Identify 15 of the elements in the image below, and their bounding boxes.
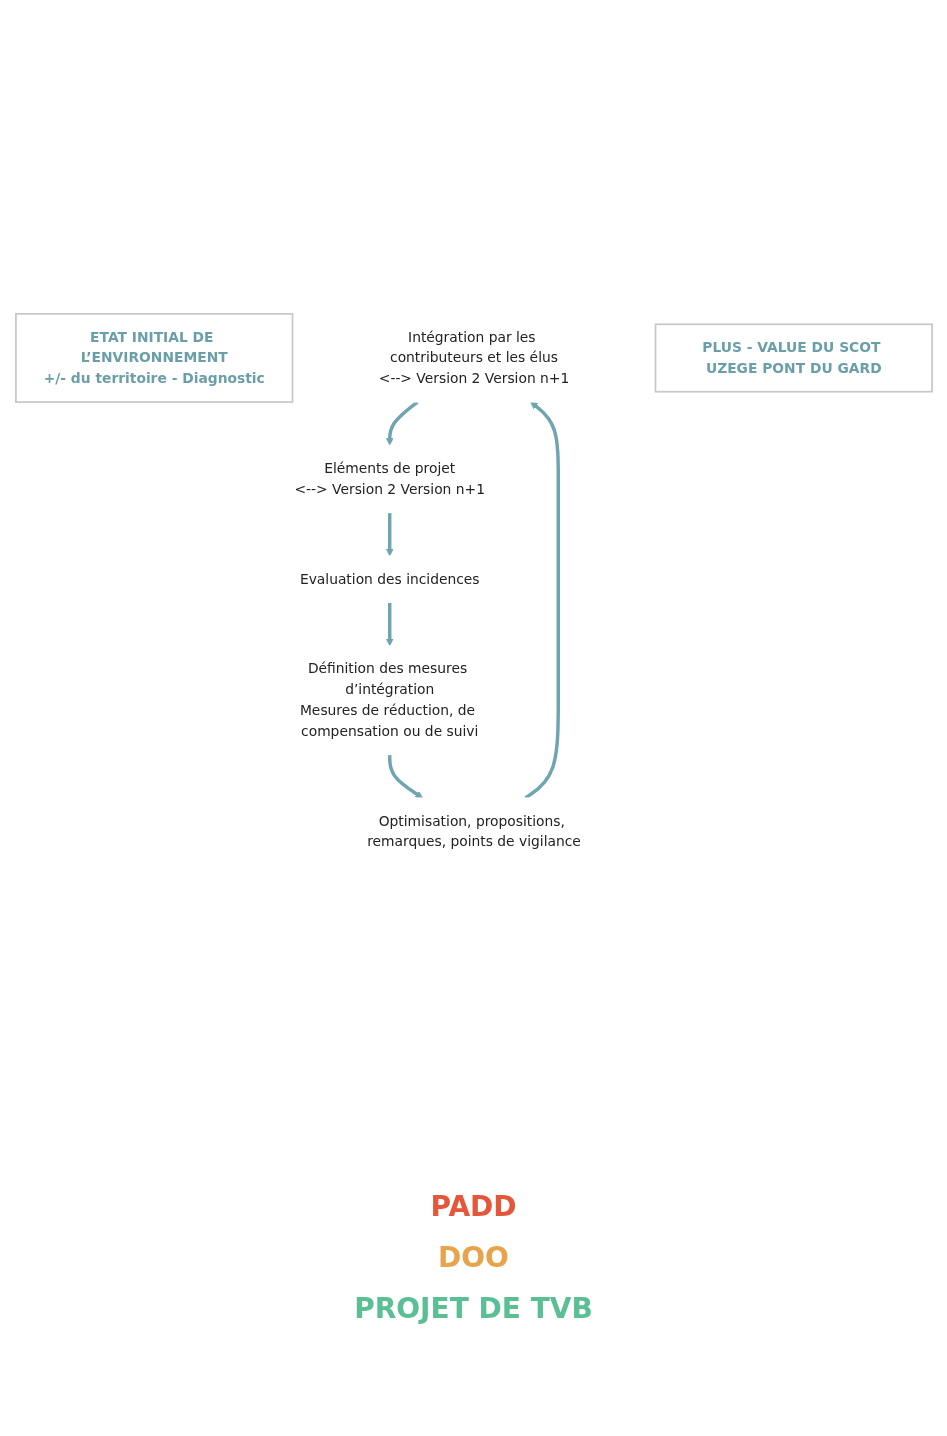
- node-text: Intégration par les contributeurs et les élus <--> Version 2 Version n+1: [378, 328, 569, 387]
- node-text: Eléments de projet <--> Version 2 Version n+1: [294, 460, 485, 498]
- node-text: Optimisation, propositions, remarques, points de vigilance: [366, 812, 581, 851]
- arrow: [387, 755, 423, 799]
- center-label: PADD: [430, 1190, 517, 1223]
- arrow: [523, 402, 560, 800]
- center-label: PROJET DE TVB: [354, 1292, 593, 1325]
- arrow: [385, 401, 418, 446]
- node-box: ETAT INITIAL DE L’ENVIRONNEMENT +/- du territoire - Diagnostic: [14, 313, 293, 404]
- center-label: DOO: [438, 1241, 509, 1274]
- arrow: [385, 602, 394, 647]
- node-text: Evaluation des incidences: [299, 570, 480, 588]
- node-box: PLUS - VALUE DU SCOT UZEGE PONT DU GARD: [654, 323, 933, 393]
- arrow: [385, 513, 394, 557]
- node-text: Définition des mesures d’intégration Mesures de réduction, de compensation ou de suivi: [299, 660, 478, 740]
